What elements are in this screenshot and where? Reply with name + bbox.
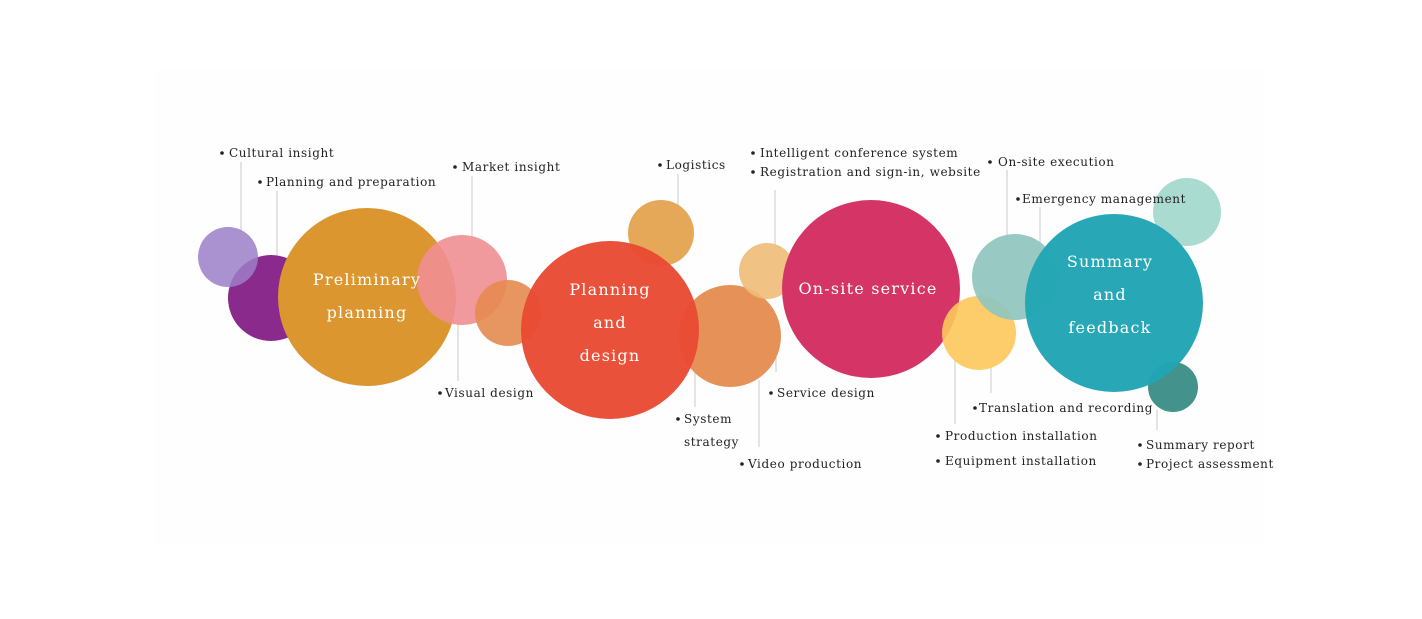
stage-title-line: design: [580, 346, 641, 365]
item-label-cultural-insight: Cultural insight: [229, 146, 334, 160]
stage-title-line: Summary: [1067, 252, 1153, 271]
item-label-system: System: [684, 412, 732, 426]
stage-title-line: Planning: [569, 280, 650, 299]
item-label-strategy: strategy: [684, 435, 739, 449]
small-circle-light-purple: [198, 227, 258, 287]
item-label-emergency-management: Emergency management: [1022, 192, 1186, 206]
item-label-registration-and-sign-in: Registration and sign-in, website: [760, 165, 981, 179]
stage-title-line: and: [593, 313, 627, 332]
item-label-planning-and-preparation: Planning and preparation: [266, 175, 436, 189]
stage-title-line: feedback: [1068, 318, 1151, 337]
circles: [198, 178, 1221, 419]
item-label-translation-and-recording: Translation and recording: [979, 401, 1153, 415]
item-label-project-assessment: Project assessment: [1146, 457, 1274, 471]
item-label-visual-design: Visual design: [444, 386, 534, 400]
stage-circle-preliminary-planning: [278, 208, 456, 386]
item-label-market-insight: Market insight: [462, 160, 560, 174]
item-label-summary-report: Summary report: [1146, 438, 1255, 452]
stage-title-line: planning: [327, 303, 408, 322]
item-label-equipment-installation: Equipment installation: [945, 454, 1097, 468]
item-label-production-installation: Production installation: [945, 429, 1098, 443]
item-label-service-design: Service design: [777, 386, 875, 400]
stage-title-line: Preliminary: [313, 270, 421, 289]
stage-title-line: On-site service: [798, 279, 937, 298]
item-labels: Cultural insight Planning and preparatio…: [229, 146, 1274, 471]
stage-circle-summary-and-feedback: [1025, 214, 1203, 392]
small-circle-mint: [1153, 178, 1221, 246]
stage-circle-on-site-service: [782, 200, 960, 378]
small-circle-peach: [679, 285, 781, 387]
stage-title-line: and: [1093, 285, 1127, 304]
item-label-intelligent-conference-system: Intelligent conference system: [760, 146, 958, 160]
stage-circle-planning-and-design: [521, 241, 699, 419]
item-label-video-production: Video production: [747, 457, 862, 471]
small-circle-light-peach: [739, 243, 795, 299]
bullets: [220, 151, 1142, 466]
stage-titles: Preliminary planning Planning and design…: [313, 252, 1153, 365]
item-label-logistics: Logistics: [666, 158, 726, 172]
item-label-on-site-execution: On-site execution: [998, 155, 1115, 169]
